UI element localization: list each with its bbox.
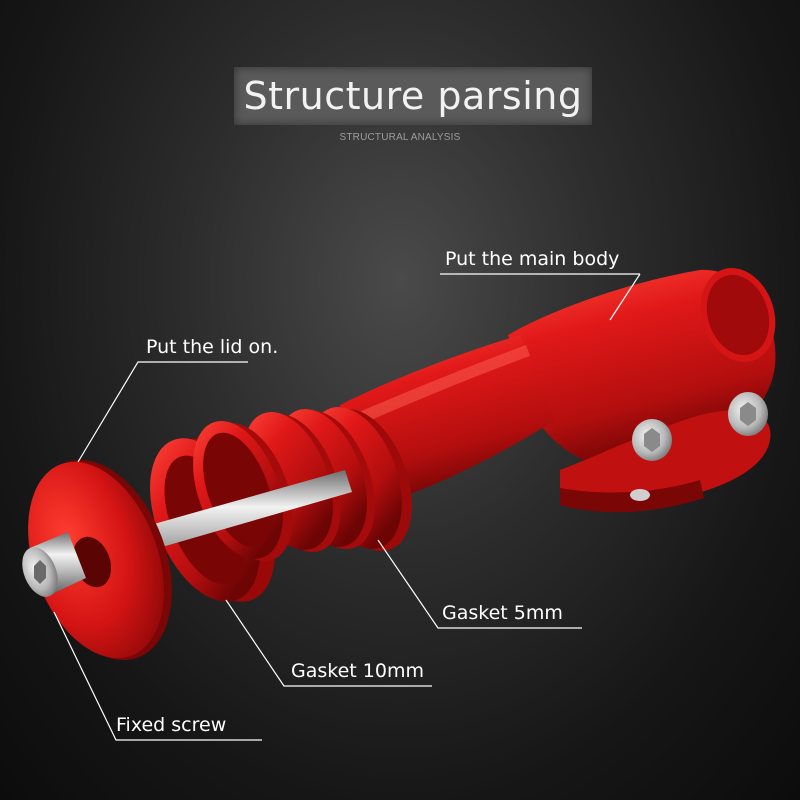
leader-gasket-5mm — [377, 539, 582, 629]
callout-leaders — [53, 273, 641, 741]
leader-fixed-screw — [53, 611, 262, 741]
fixed-screw-head — [22, 532, 86, 597]
leader-lid — [77, 361, 248, 463]
callout-lid: Put the lid on. — [146, 336, 279, 358]
callout-fixed-screw: Fixed screw — [116, 714, 227, 736]
leader-gasket-10mm — [225, 599, 432, 687]
page-title: Structure parsing — [243, 74, 583, 118]
clamp-bolt-left — [632, 419, 672, 461]
callout-main-body: Put the main body — [445, 248, 620, 270]
top-lid — [28, 459, 172, 661]
clamp-bolt-right — [728, 392, 768, 436]
callout-gasket-10mm: Gasket 10mm — [291, 660, 424, 682]
title-banner: Structure parsing — [234, 67, 592, 125]
leader-main-body — [609, 273, 641, 321]
clamp-nut — [630, 489, 650, 501]
callout-gasket-5mm: Gasket 5mm — [442, 602, 563, 624]
page-subtitle: STRUCTURAL ANALYSIS — [339, 132, 461, 143]
